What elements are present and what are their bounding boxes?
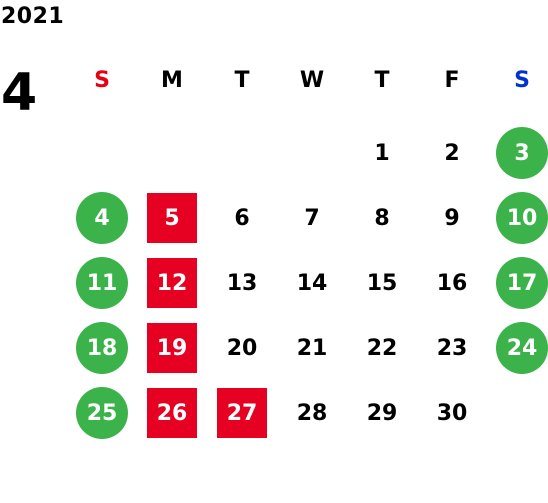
- day-number: 26: [147, 388, 197, 438]
- weekday-label-6: S: [514, 68, 530, 93]
- day-cell[interactable]: 10: [492, 190, 548, 246]
- day-number: 16: [436, 270, 468, 296]
- day-number: 20: [226, 335, 258, 361]
- day-number: 1: [374, 140, 390, 166]
- day-cell[interactable]: 26: [142, 385, 202, 441]
- day-cell[interactable]: 28: [282, 385, 342, 441]
- calendar-year: 2021: [1, 4, 65, 29]
- day-number: 11: [76, 257, 128, 309]
- week-row-4: 18 19 20 21 22 23 24: [68, 320, 548, 385]
- day-cell: [212, 125, 272, 181]
- day-cell[interactable]: 27: [212, 385, 272, 441]
- day-number: 7: [304, 205, 320, 231]
- day-cell: [492, 385, 548, 441]
- day-number: 15: [366, 270, 398, 296]
- day-cell[interactable]: 8: [352, 190, 412, 246]
- day-number: 14: [296, 270, 328, 296]
- day-number: 25: [76, 387, 128, 439]
- day-cell[interactable]: 13: [212, 255, 272, 311]
- day-number: 30: [436, 400, 468, 426]
- day-number: 4: [76, 192, 128, 244]
- day-number: 3: [496, 127, 548, 179]
- weekday-label-0: S: [94, 68, 110, 93]
- day-number: 19: [147, 323, 197, 373]
- day-cell[interactable]: 16: [422, 255, 482, 311]
- day-cell[interactable]: 5: [142, 190, 202, 246]
- day-cell[interactable]: 30: [422, 385, 482, 441]
- week-row-1: 1 2 3: [68, 125, 548, 190]
- day-number: 18: [76, 322, 128, 374]
- day-number: 29: [366, 400, 398, 426]
- day-number: 23: [436, 335, 468, 361]
- weekday-label-1: M: [161, 68, 183, 93]
- day-cell[interactable]: 9: [422, 190, 482, 246]
- day-number: 17: [496, 257, 548, 309]
- day-number: 8: [374, 205, 390, 231]
- day-cell[interactable]: 1: [352, 125, 412, 181]
- day-number: 9: [444, 205, 460, 231]
- day-cell[interactable]: 14: [282, 255, 342, 311]
- day-cell[interactable]: 24: [492, 320, 548, 376]
- day-cell: [282, 125, 342, 181]
- day-number: 6: [234, 205, 250, 231]
- day-cell[interactable]: 2: [422, 125, 482, 181]
- day-cell[interactable]: 23: [422, 320, 482, 376]
- day-cell[interactable]: 3: [492, 125, 548, 181]
- day-number: 12: [147, 258, 197, 308]
- day-cell[interactable]: 25: [72, 385, 132, 441]
- day-cell[interactable]: 7: [282, 190, 342, 246]
- day-cell[interactable]: 19: [142, 320, 202, 376]
- day-cell[interactable]: 4: [72, 190, 132, 246]
- day-cell[interactable]: 12: [142, 255, 202, 311]
- day-cell[interactable]: 11: [72, 255, 132, 311]
- day-number: 28: [296, 400, 328, 426]
- day-number: 5: [147, 193, 197, 243]
- day-number: 13: [226, 270, 258, 296]
- week-row-5: 25 26 27 28 29 30: [68, 385, 548, 450]
- day-number: 22: [366, 335, 398, 361]
- week-row-3: 11 12 13 14 15 16 17: [68, 255, 548, 320]
- day-number: 24: [496, 322, 548, 374]
- day-cell[interactable]: 18: [72, 320, 132, 376]
- day-number: 27: [217, 388, 267, 438]
- day-cell[interactable]: 29: [352, 385, 412, 441]
- day-cell[interactable]: 21: [282, 320, 342, 376]
- day-number: 2: [444, 140, 460, 166]
- day-number: 10: [496, 192, 548, 244]
- weekday-label-4: T: [374, 68, 390, 93]
- calendar-month-number: 4: [1, 63, 38, 123]
- day-number: 21: [296, 335, 328, 361]
- day-cell[interactable]: 6: [212, 190, 272, 246]
- weekday-label-3: W: [299, 68, 325, 93]
- weekday-label-5: F: [444, 68, 460, 93]
- day-cell: [142, 125, 202, 181]
- day-cell[interactable]: 20: [212, 320, 272, 376]
- day-cell[interactable]: 22: [352, 320, 412, 376]
- day-cell[interactable]: 17: [492, 255, 548, 311]
- day-cell: [72, 125, 132, 181]
- day-cell[interactable]: 15: [352, 255, 412, 311]
- weekday-label-2: T: [234, 68, 250, 93]
